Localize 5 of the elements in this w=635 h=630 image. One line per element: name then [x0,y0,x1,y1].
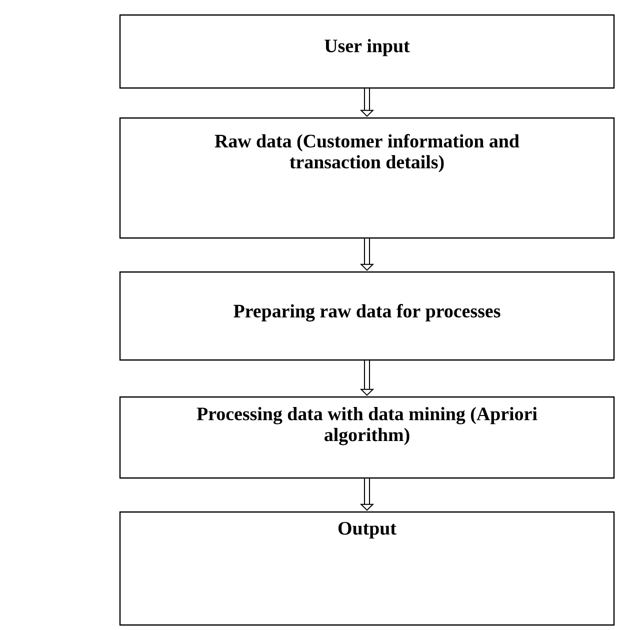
process-box: Preparing raw data for processes [119,271,615,361]
process-box: Output [119,511,615,626]
process-box: User input [119,14,615,89]
process-box: Processing data with data mining (Apriori algorithm) [119,396,615,479]
process-box: Raw data (Customer information and transaction details) [119,117,615,239]
